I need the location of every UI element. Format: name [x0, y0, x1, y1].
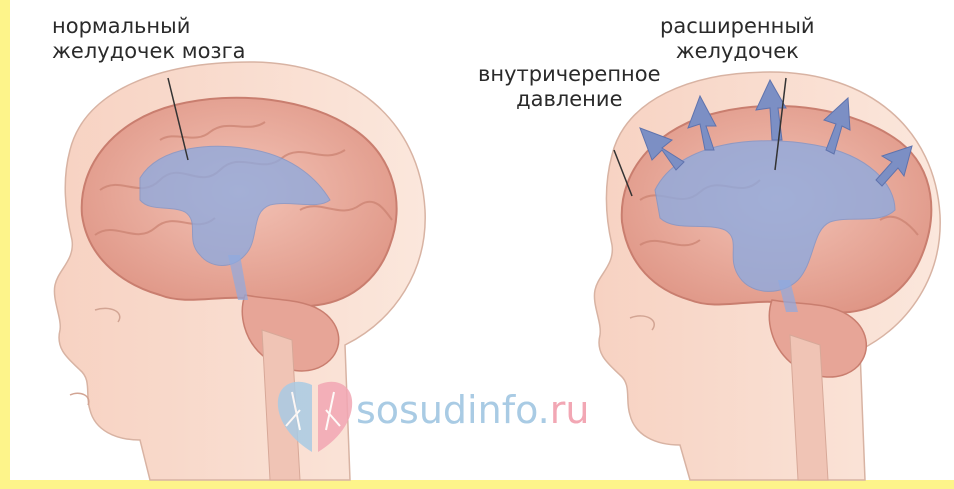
normal-ventricle-label: нормальный желудочек мозга — [52, 14, 246, 64]
enlarged-label-line2: желудочек — [660, 39, 815, 64]
normal-label-line1: нормальный — [52, 14, 246, 39]
intracranial-pressure-label: внутричерепное давление — [478, 62, 661, 112]
watermark-main: sosudinfo. — [356, 388, 550, 432]
enlarged-label-line1: расширенный — [660, 14, 815, 39]
pressure-label-line1: внутричерепное — [478, 62, 661, 87]
mouth-line — [70, 393, 89, 405]
pressure-label-line2: давление — [478, 87, 661, 112]
normal-label-line2: желудочек мозга — [52, 39, 246, 64]
enlarged-ventricle-label: расширенный желудочек — [660, 14, 815, 64]
watermark-tld: ru — [550, 388, 590, 432]
watermark-text: sosudinfo.ru — [356, 388, 589, 432]
